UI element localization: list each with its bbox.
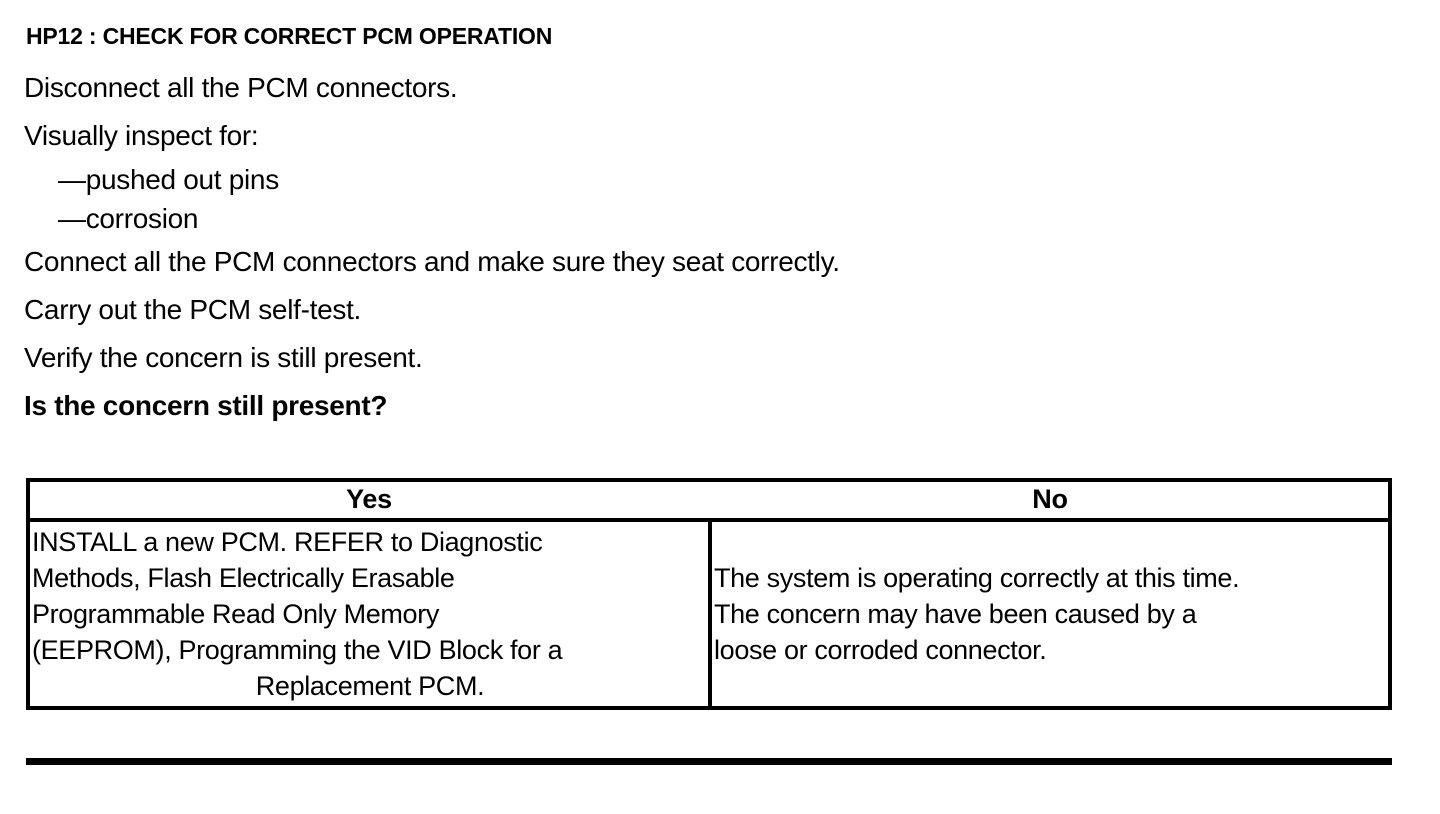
decision-question: Is the concern still present? [24, 390, 388, 421]
table-inner: Yes No INSTALL a new PCM. REFER to Diagn… [30, 482, 1388, 706]
cell-text-line: Replacement PCM. [255, 671, 485, 701]
step-line: Verify the concern is still present. [24, 342, 423, 373]
cell-text-line: The concern may have been caused by a [714, 599, 1197, 629]
table-cell-yes: INSTALL a new PCM. REFER to Diagnostic M… [30, 522, 708, 706]
inspection-list: —pushed out pins —corrosion [24, 160, 1404, 238]
step-line: Visually inspect for: [24, 120, 259, 151]
page-title: HP12 : CHECK FOR CORRECT PCM OPERATION [26, 23, 553, 49]
column-header-no: No [1032, 484, 1068, 514]
step-line: Carry out the PCM self-test. [24, 294, 362, 325]
column-header-yes: Yes [346, 484, 392, 514]
cell-text-line: loose or corroded connector. [714, 635, 1047, 665]
table-header-row: Yes No [30, 482, 1388, 522]
column-divider [708, 522, 712, 706]
cell-text-line: Programmable Read Only Memory [32, 599, 439, 629]
procedure-steps: Disconnect all the PCM connectors. Visua… [24, 64, 1404, 430]
list-item: —corrosion [58, 203, 199, 234]
list-item: —pushed out pins [58, 164, 279, 195]
decision-table: Yes No INSTALL a new PCM. REFER to Diagn… [26, 478, 1392, 710]
cell-text-line: Methods, Flash Electrically Erasable [32, 563, 455, 593]
table-body-row: INSTALL a new PCM. REFER to Diagnostic M… [30, 522, 1388, 706]
footer-divider-rule [26, 758, 1392, 765]
cell-text-line: INSTALL a new PCM. REFER to Diagnostic [32, 527, 543, 557]
table-cell-no: The system is operating correctly at thi… [712, 522, 1388, 706]
cell-text-line: The system is operating correctly at thi… [714, 563, 1240, 593]
cell-text-line: (EEPROM), Programming the VID Block for … [32, 635, 563, 665]
step-line: Connect all the PCM connectors and make … [24, 246, 840, 277]
step-line: Disconnect all the PCM connectors. [24, 72, 458, 103]
